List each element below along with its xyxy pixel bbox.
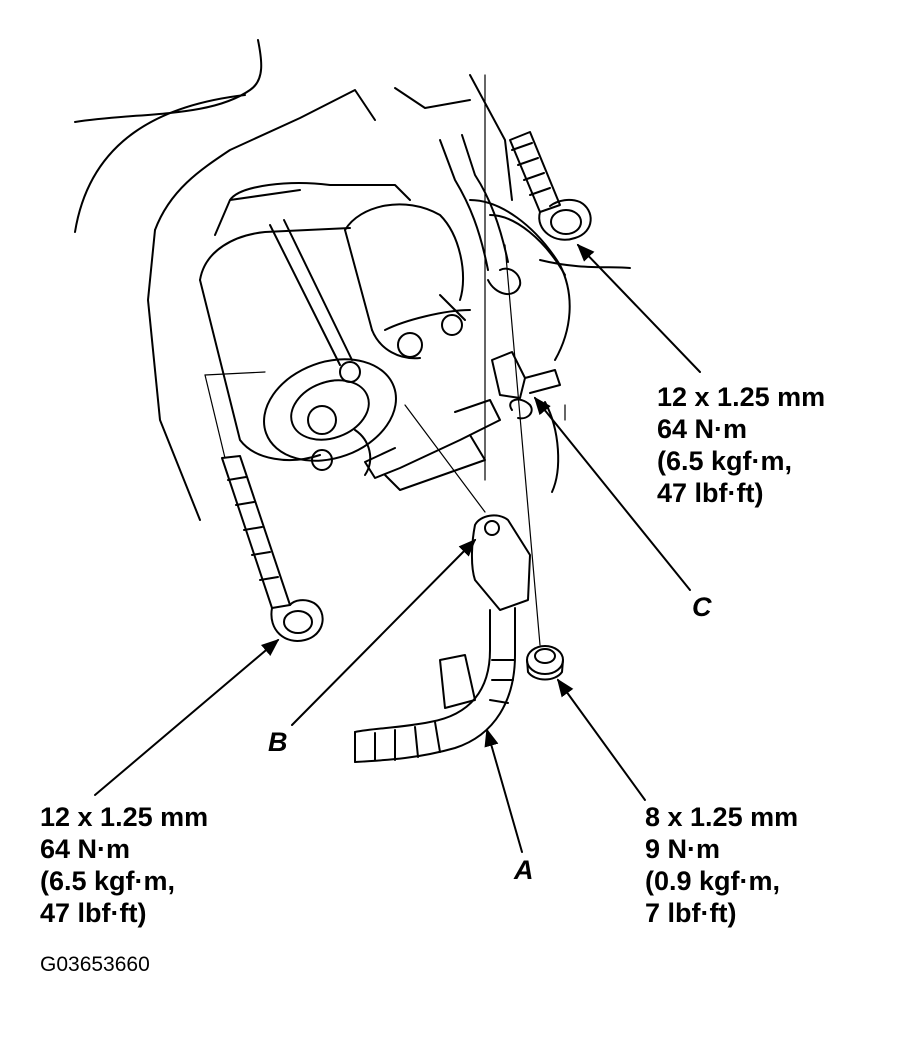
torque-spec-line: 9 N·m [645,834,721,864]
torque-spec-line: 8 x 1.25 mm [645,802,799,832]
torque-spec-upper-bolt: 12 x 1.25 mm 64 N·m (6.5 kgf·m, 47 lbf·f… [657,381,825,509]
torque-spec-line: 12 x 1.25 mm [657,382,826,412]
starter-motor [199,182,471,471]
leader-arrows [94,243,701,853]
arrow-upper-bolt [576,243,701,373]
alignment-lines [204,74,566,646]
torque-spec-line: 64 N·m [40,834,131,864]
engine-block-outline [74,39,631,521]
torque-spec-line: (6.5 kgf·m, [40,866,176,896]
arrow-terminal-nut [556,678,646,801]
battery-cable-a [354,514,531,763]
torque-spec-line: 47 lbf·ft) [657,478,764,508]
upper-bolt [509,131,592,241]
arrow-terminal-b [291,538,477,726]
terminal-nut [526,645,564,681]
torque-spec-terminal-nut: 8 x 1.25 mm 9 N·m (0.9 kgf·m, 7 lbf·ft) [645,801,798,929]
torque-spec-line: 7 lbf·ft) [645,898,737,928]
harness-bracket [354,399,501,491]
torque-spec-line: 12 x 1.25 mm [40,802,209,832]
arrow-lower-left-bolt [94,638,280,796]
torque-spec-line: 64 N·m [657,414,748,444]
figure-id: G03653660 [40,953,150,976]
arrow-cable-a [484,728,523,853]
torque-spec-line: 47 lbf·ft) [40,898,147,928]
label-b: B [268,727,288,757]
arrow-harness-c [533,396,691,591]
harness-c [439,134,571,420]
label-c: C [692,592,712,622]
torque-spec-line: (6.5 kgf·m, [657,446,793,476]
torque-spec-line: (0.9 kgf·m, [645,866,781,896]
lower-left-bolt [221,455,324,642]
label-a: A [514,855,534,885]
torque-spec-lower-left-bolt: 12 x 1.25 mm 64 N·m (6.5 kgf·m, 47 lbf·f… [40,801,208,929]
